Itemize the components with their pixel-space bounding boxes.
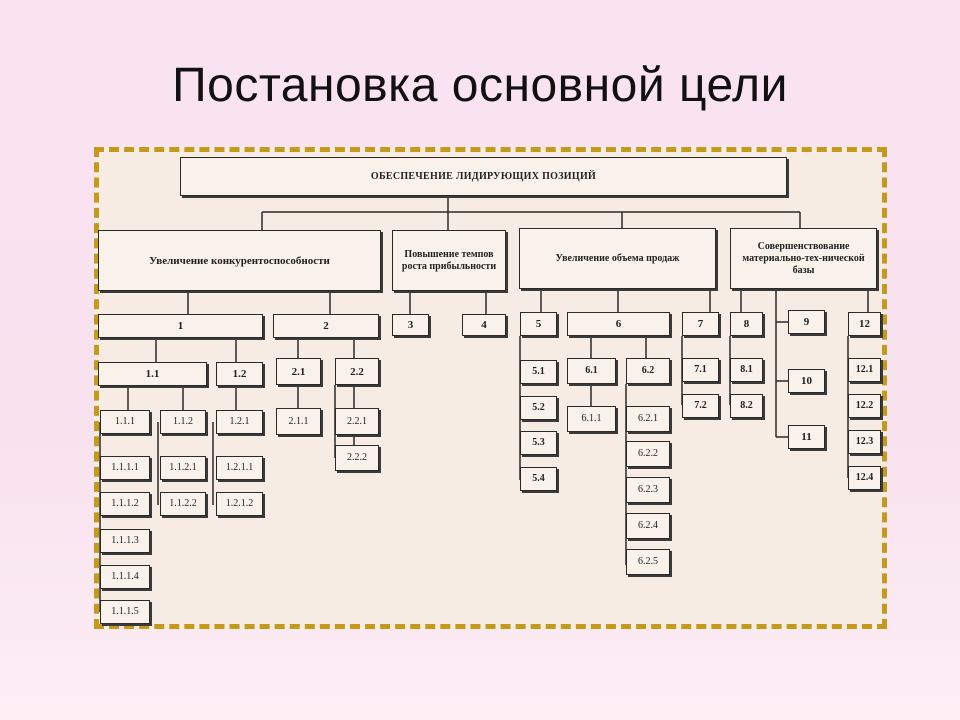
node-5: 5 (520, 312, 557, 336)
node-3: 3 (392, 314, 429, 336)
branch-sales-volume: Увеличение объема продаж (519, 228, 716, 289)
node-1-1-2-1: 1.1.2.1 (160, 456, 206, 480)
node-1-2-1: 1.2.1 (216, 410, 263, 434)
node-8-1: 8.1 (730, 358, 763, 382)
node-2-2-1: 2.2.1 (335, 408, 379, 435)
node-1-1: 1.1 (98, 362, 207, 386)
node-2-2-2: 2.2.2 (335, 445, 379, 471)
node-10: 10 (788, 369, 825, 393)
branch-profitability: Повышение темпов роста прибыльности (392, 230, 506, 291)
node-12-1: 12.1 (848, 358, 881, 382)
node-1-1-2-2: 1.1.2.2 (160, 492, 206, 516)
node-6: 6 (567, 312, 670, 336)
node-12-2: 12.2 (848, 394, 881, 418)
node-6-2-3: 6.2.3 (626, 477, 670, 503)
node-7-1: 7.1 (682, 358, 719, 382)
node-6-2-1: 6.2.1 (626, 406, 670, 432)
node-11: 11 (788, 425, 825, 449)
node-1-2-1-2: 1.2.1.2 (216, 492, 263, 516)
node-2: 2 (273, 314, 379, 338)
node-8: 8 (730, 312, 763, 336)
node-6-2-4: 6.2.4 (626, 513, 670, 539)
node-2-2: 2.2 (335, 358, 379, 385)
root-goal-box: ОБЕСПЕЧЕНИЕ ЛИДИРУЮЩИХ ПОЗИЦИЙ (180, 157, 787, 196)
node-6-2-2: 6.2.2 (626, 441, 670, 467)
slide-title: Постановка основной цели (172, 59, 788, 112)
node-6-1: 6.1 (567, 358, 616, 384)
node-1-1-2: 1.1.2 (160, 410, 206, 434)
node-1-2-1-1: 1.2.1.1 (216, 456, 263, 480)
node-8-2: 8.2 (730, 394, 763, 418)
node-1-2: 1.2 (216, 362, 263, 386)
node-1-1-1-1: 1.1.1.1 (100, 456, 150, 480)
node-1-1-1-4: 1.1.1.4 (100, 565, 150, 589)
node-4: 4 (462, 314, 506, 336)
node-5-3: 5.3 (520, 431, 557, 455)
node-1: 1 (98, 314, 263, 338)
node-7: 7 (682, 312, 719, 336)
node-9: 9 (788, 310, 825, 334)
node-12-3: 12.3 (848, 430, 881, 454)
diagram-frame (94, 147, 887, 629)
node-1-1-1-3: 1.1.1.3 (100, 529, 150, 553)
node-2-1: 2.1 (276, 358, 321, 385)
node-5-1: 5.1 (520, 360, 557, 384)
node-5-2: 5.2 (520, 396, 557, 420)
node-6-2: 6.2 (626, 358, 670, 384)
node-6-2-5: 6.2.5 (626, 549, 670, 575)
node-7-2: 7.2 (682, 394, 719, 418)
node-1-1-1-2: 1.1.1.2 (100, 492, 150, 516)
node-5-4: 5.4 (520, 467, 557, 491)
node-2-1-1: 2.1.1 (276, 408, 321, 435)
node-12-4: 12.4 (848, 466, 881, 490)
branch-competitiveness: Увеличение конкурентоспособности (98, 230, 381, 291)
node-1-1-1-5: 1.1.1.5 (100, 600, 150, 624)
node-12: 12 (848, 312, 881, 336)
node-6-1-1: 6.1.1 (567, 406, 616, 432)
branch-technical-base: Совершенствование материально-тех-ническ… (730, 228, 877, 289)
node-1-1-1: 1.1.1 (100, 410, 150, 434)
